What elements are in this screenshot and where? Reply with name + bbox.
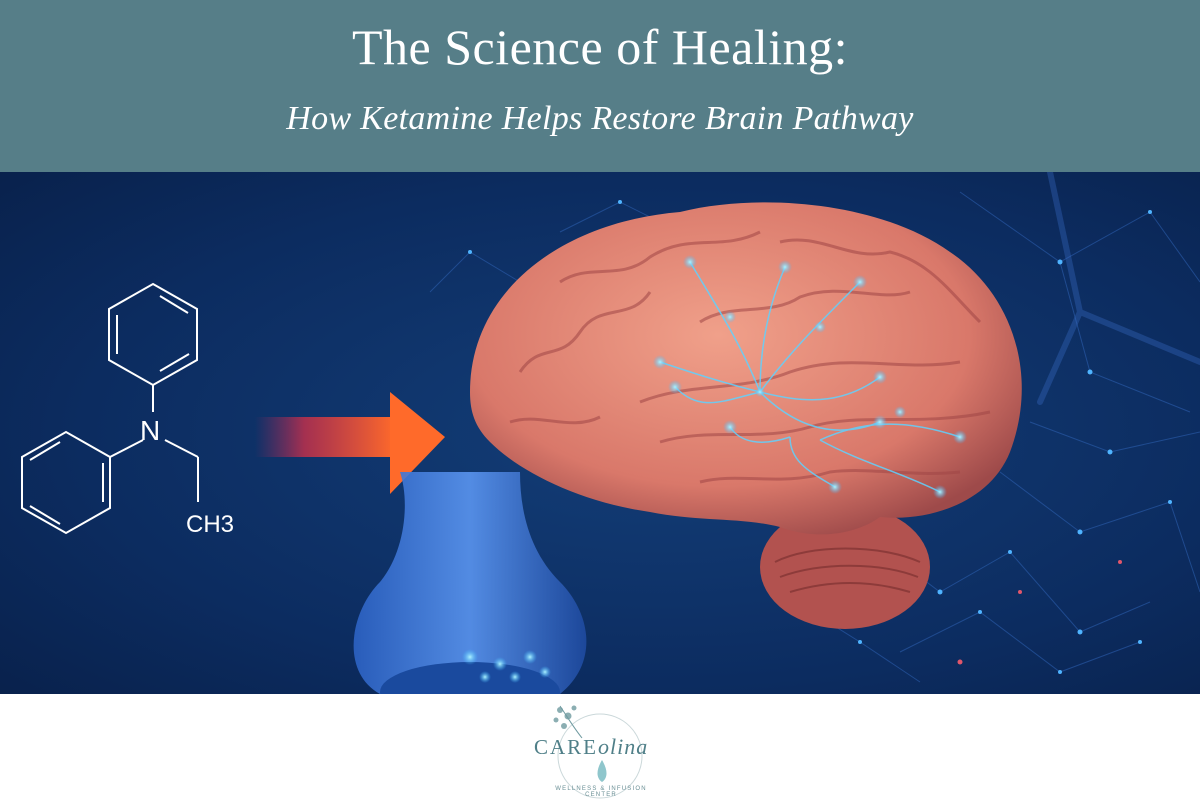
logo-emblem	[553, 705, 643, 799]
network-nodes	[468, 200, 1172, 674]
logo-word-script: olina	[598, 734, 649, 759]
brain-illustration: N CH3	[0, 172, 1200, 694]
brain	[470, 202, 1022, 535]
page-title: The Science of Healing:	[351, 19, 849, 75]
illustration: N CH3	[0, 172, 1200, 694]
title-banner: The Science of Healing: How Ketamine Hel…	[0, 0, 1200, 172]
nitrogen-label: N	[140, 415, 160, 446]
page-subtitle: How Ketamine Helps Restore Brain Pathway	[286, 100, 914, 137]
footer: CAREolina WELLNESS & INFUSION CENTER	[0, 694, 1200, 803]
molecule-structure	[21, 282, 199, 535]
neuron-stem	[353, 472, 587, 694]
logo-wordmark: CAREolina	[534, 734, 674, 760]
neural-nodes	[653, 255, 967, 499]
arrow-icon	[255, 392, 445, 494]
water-drop-icon	[597, 760, 607, 782]
logo-word-main: CARE	[534, 735, 599, 759]
methyl-label: CH3	[186, 511, 234, 538]
logo-tagline: WELLNESS & INFUSION CENTER	[555, 786, 647, 798]
logo: CAREolina WELLNESS & INFUSION CENTER	[520, 698, 680, 800]
cerebellum	[760, 505, 930, 629]
neural-pathways	[659, 261, 961, 493]
brain-folds	[509, 230, 991, 484]
synapse-glow	[462, 649, 551, 683]
leaf-icon	[553, 705, 577, 729]
